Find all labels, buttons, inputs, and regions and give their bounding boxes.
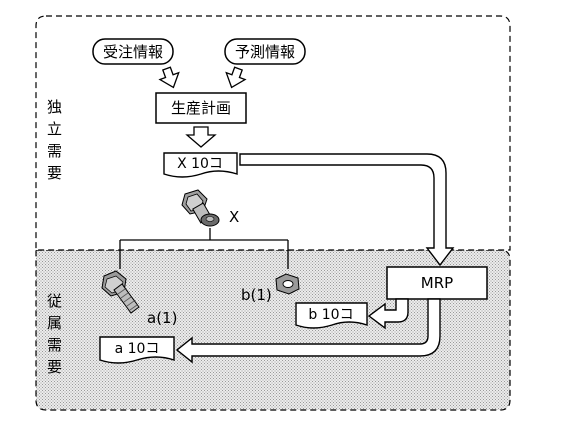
product-x-label: X bbox=[229, 208, 239, 226]
part-a-label: a(1) bbox=[147, 309, 177, 327]
part-a-document: a 10コ bbox=[99, 336, 175, 364]
bolt-icon bbox=[101, 270, 140, 314]
production-plan-node: 生産計画 bbox=[155, 92, 247, 124]
independent-demand-char-3: 需 bbox=[47, 142, 62, 160]
forecast-info-label: 予測情報 bbox=[235, 43, 295, 61]
part-b-label: b(1) bbox=[241, 286, 272, 304]
mrp-label: MRP bbox=[421, 274, 453, 292]
production-plan-label: 生産計画 bbox=[171, 99, 231, 117]
mrp-to-b-flow bbox=[367, 298, 409, 330]
dependent-demand-label: 従 属 需 要 bbox=[47, 292, 62, 376]
independent-demand-char-4: 要 bbox=[47, 164, 62, 182]
independent-demand-char-1: 独 bbox=[47, 98, 62, 116]
dependent-demand-char-3: 需 bbox=[47, 336, 62, 354]
product-x-document-label: X 10コ bbox=[177, 156, 223, 172]
part-b-document: b 10コ bbox=[295, 302, 368, 329]
dependent-demand-char-1: 従 bbox=[47, 292, 62, 310]
part-b-document-label: b 10コ bbox=[308, 307, 353, 323]
dependent-demand-char-4: 要 bbox=[47, 358, 62, 376]
order-info-node: 受注情報 bbox=[92, 38, 174, 65]
nut-icon bbox=[275, 273, 300, 295]
plan-to-doc-arrow bbox=[185, 126, 217, 148]
part-a-document-label: a 10コ bbox=[115, 341, 160, 357]
order-to-plan-arrow bbox=[158, 66, 180, 89]
dependent-demand-char-2: 属 bbox=[47, 314, 62, 332]
mrp-node: MRP bbox=[386, 266, 488, 300]
independent-demand-char-2: 立 bbox=[47, 120, 62, 138]
bolt-nut-assembly-icon bbox=[181, 189, 220, 227]
mrp-to-a-flow bbox=[175, 298, 441, 364]
forecast-info-node: 予測情報 bbox=[224, 38, 306, 65]
independent-demand-label: 独 立 需 要 bbox=[47, 98, 62, 182]
forecast-to-plan-arrow bbox=[225, 66, 247, 89]
independent-demand-region bbox=[35, 15, 511, 251]
product-x-document: X 10コ bbox=[163, 152, 238, 178]
order-info-label: 受注情報 bbox=[103, 43, 163, 61]
x-to-mrp-flow bbox=[239, 153, 455, 267]
bom-tree bbox=[119, 228, 289, 269]
